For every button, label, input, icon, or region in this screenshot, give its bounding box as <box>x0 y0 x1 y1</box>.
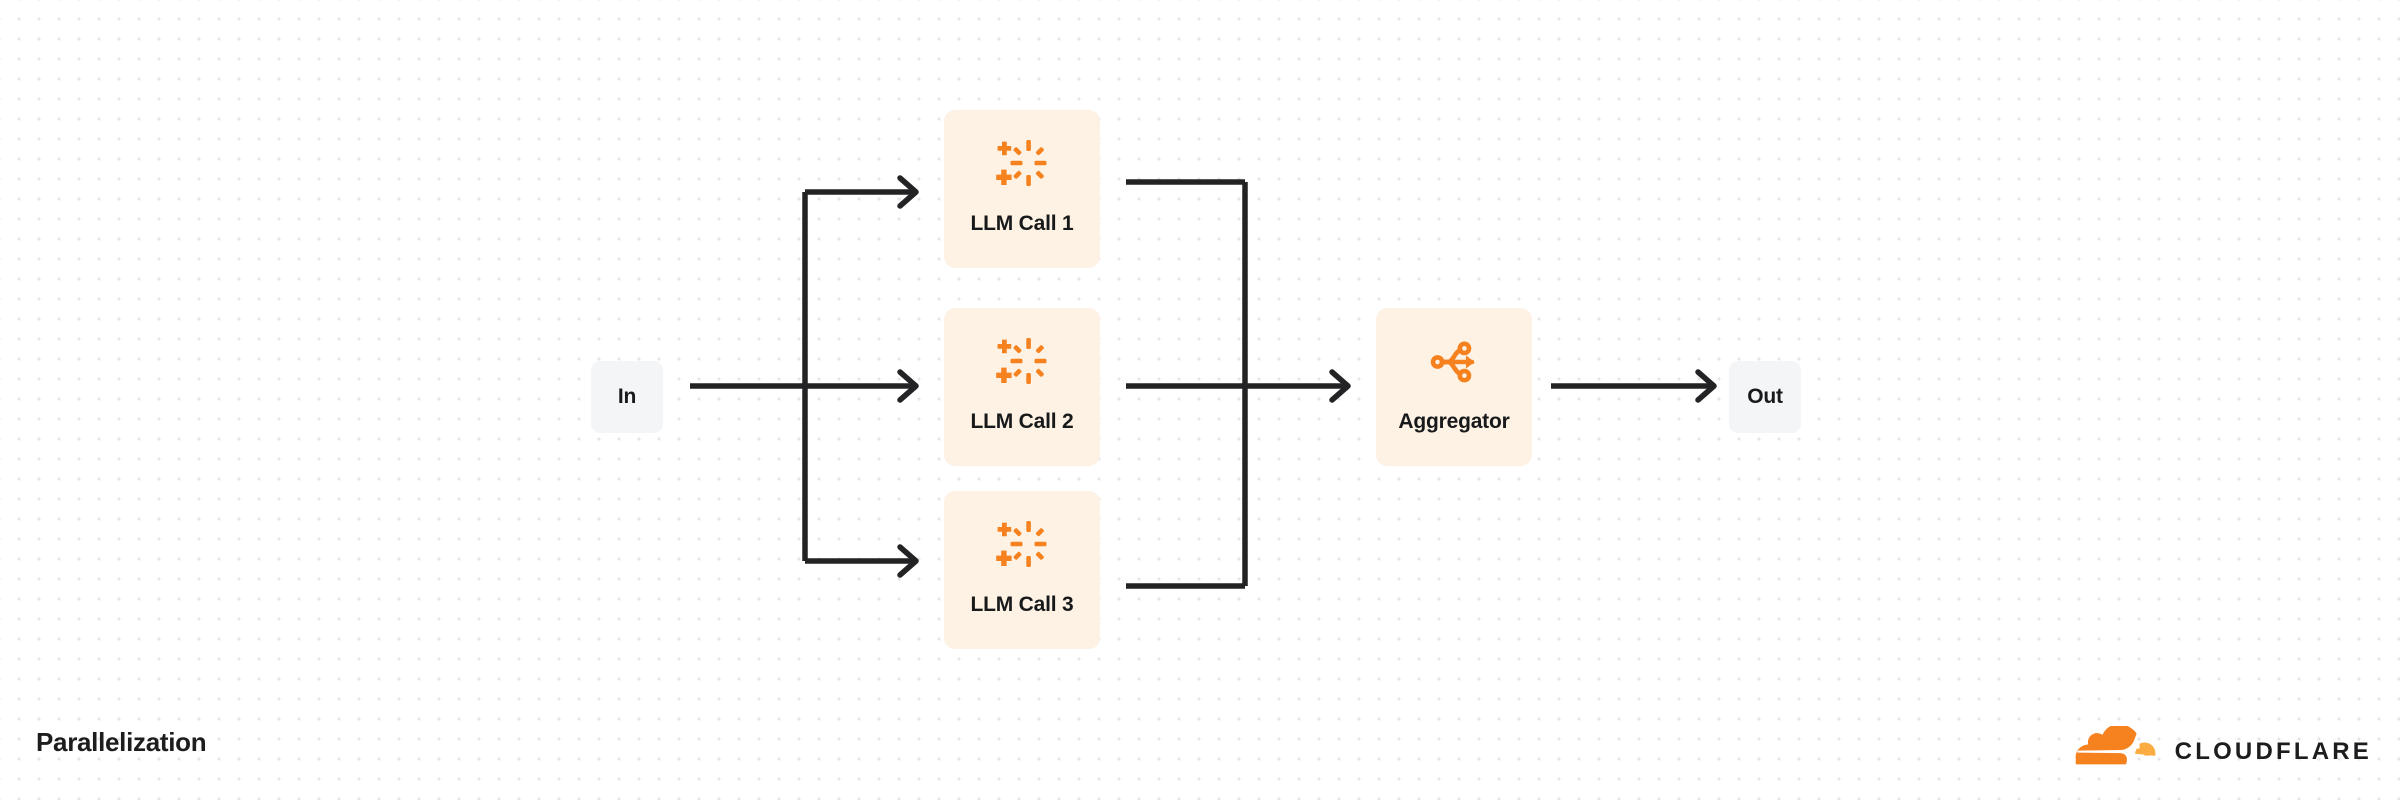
node-llm-call-3-label: LLM Call 3 <box>970 593 1074 616</box>
arrowhead-to-out <box>1695 369 1717 403</box>
node-out-label: Out <box>1747 385 1783 408</box>
aggregator-icon <box>1422 330 1486 394</box>
node-llm-call-2-label: LLM Call 2 <box>970 410 1074 433</box>
sparkle-ai-icon <box>990 513 1054 577</box>
node-aggregator[interactable]: Aggregator <box>1376 308 1532 466</box>
arrowhead-to-aggregator <box>1329 369 1351 403</box>
node-in[interactable]: In <box>591 361 663 433</box>
node-llm-call-2[interactable]: LLM Call 2 <box>944 308 1100 466</box>
node-llm-call-1-label: LLM Call 1 <box>970 212 1074 235</box>
sparkle-ai-icon <box>990 330 1054 394</box>
node-llm-call-3[interactable]: LLM Call 3 <box>944 491 1100 649</box>
diagram-title: Parallelization <box>36 727 207 757</box>
sparkle-ai-icon <box>990 132 1054 196</box>
cloudflare-cloud-logo <box>2053 724 2161 777</box>
arrowhead-to-llm3 <box>897 544 919 578</box>
node-aggregator-label: Aggregator <box>1398 410 1510 433</box>
node-in-label: In <box>617 385 637 408</box>
node-out[interactable]: Out <box>1729 361 1801 433</box>
brand-name: CLOUDFLARE <box>2174 737 2372 765</box>
arrowhead-to-llm1 <box>897 175 919 209</box>
arrowhead-to-llm2 <box>897 369 919 403</box>
node-llm-call-1[interactable]: LLM Call 1 <box>944 110 1100 268</box>
brand-lockup: CLOUDFLARE <box>2053 724 2372 777</box>
